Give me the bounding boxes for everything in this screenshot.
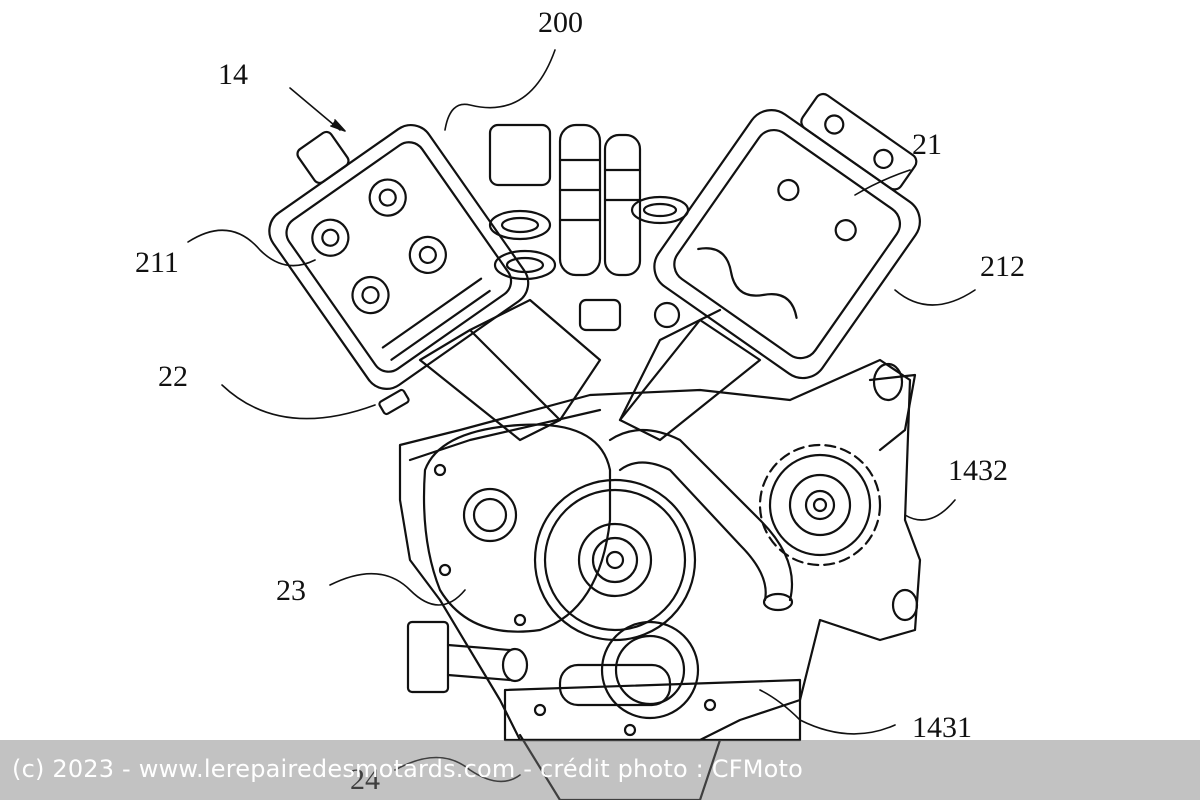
outlet-pipes bbox=[406, 620, 529, 694]
intake-assembly bbox=[488, 123, 690, 332]
water-pump bbox=[558, 620, 700, 720]
label-211: 211 bbox=[135, 246, 179, 279]
right-cylinder-head bbox=[653, 92, 921, 380]
label-212: 212 bbox=[980, 250, 1025, 283]
left-cylinder-head bbox=[268, 124, 530, 390]
oil-pan bbox=[503, 678, 802, 800]
drive-sprocket bbox=[758, 443, 882, 567]
photo-credit: (c) 2023 - www.lerepairedesmotards.com -… bbox=[12, 755, 804, 783]
left-case-cover bbox=[422, 423, 612, 633]
credit-bar bbox=[0, 740, 1200, 800]
label-1431: 1431 bbox=[912, 711, 972, 744]
label-21: 21 bbox=[912, 128, 942, 161]
crankcase bbox=[398, 358, 922, 742]
label-200: 200 bbox=[538, 6, 583, 39]
label-1432: 1432 bbox=[948, 454, 1008, 487]
cylinder-barrels bbox=[418, 298, 762, 442]
label-24: 24 bbox=[350, 763, 380, 796]
engine-mount bbox=[868, 362, 919, 622]
coolant-pipe bbox=[608, 429, 794, 612]
round-cover bbox=[533, 478, 697, 642]
sensor-22 bbox=[378, 388, 410, 416]
label-14: 14 bbox=[218, 58, 248, 91]
label-22: 22 bbox=[158, 360, 188, 393]
leader-lines bbox=[187, 49, 976, 783]
label-23: 23 bbox=[276, 574, 306, 607]
